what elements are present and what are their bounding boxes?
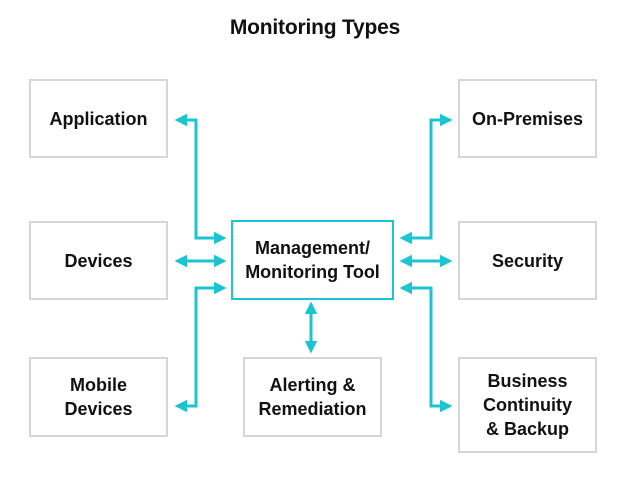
node-management-monitoring-tool: Management/ Monitoring Tool: [231, 220, 394, 300]
node-alerting-remediation: Alerting & Remediation: [243, 357, 382, 437]
diagram-title: Monitoring Types: [229, 16, 401, 39]
connector-business-continuity: [399, 281, 453, 413]
connector-application: [174, 113, 227, 245]
connector-on-premises: [399, 113, 453, 245]
node-application: Application: [29, 79, 168, 158]
node-security: Security: [458, 221, 597, 300]
node-mobile-devices: Mobile Devices: [29, 357, 168, 437]
node-on-premises: On-Premises: [458, 79, 597, 158]
node-business-continuity-backup: Business Continuity & Backup: [458, 357, 597, 453]
connector-mobile-devices: [174, 281, 227, 413]
node-devices: Devices: [29, 221, 168, 300]
